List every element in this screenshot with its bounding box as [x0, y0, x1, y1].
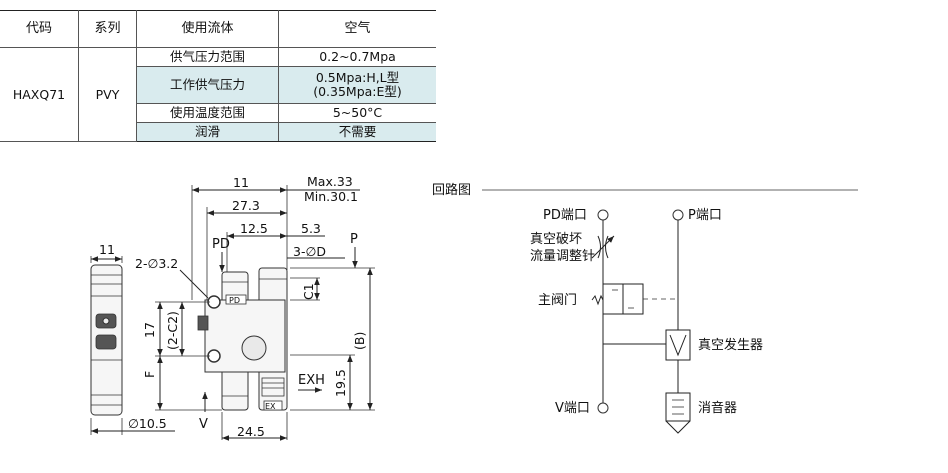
- dim-side-width: 11: [99, 242, 115, 257]
- dim-c2: (2-C2): [165, 311, 180, 350]
- dim-side-bottom: ∅10.5: [128, 416, 167, 431]
- spec-header-row: 代码 系列 使用流体 空气: [0, 10, 436, 48]
- circuit-diagram: 回路图 PD端口 P端口 真空破坏 流量调整针 主阀门 真空发生器 消音器 V端…: [432, 182, 858, 434]
- dim-max: Max.33: [307, 174, 353, 189]
- dim-top-11: 11: [233, 175, 249, 190]
- header-code: 代码: [0, 10, 79, 48]
- row-label: 使用温度范围: [136, 103, 279, 123]
- dim-19: 19.5: [333, 369, 348, 397]
- spec-row: HAXQ71 PVY 供气压力范围 0.2~0.7Mpa: [0, 47, 436, 142]
- dim-17: 17: [142, 322, 157, 338]
- code-cell: HAXQ71: [0, 47, 79, 142]
- dim-12: 12.5: [240, 221, 268, 236]
- needle-line1: 真空破坏: [530, 232, 582, 247]
- row-value-line: (0.35Mpa:E型): [313, 84, 402, 99]
- row-value: 0.5Mpa:H,L型 (0.35Mpa:E型): [278, 66, 436, 104]
- row-label: 润滑: [136, 122, 279, 142]
- technical-drawing: 11 ∅10.5 2-∅3.2 11 Max.33 Min.30.1 27.3: [90, 174, 858, 441]
- silencer-label: 消音器: [698, 400, 737, 416]
- series-cell: PVY: [78, 47, 137, 142]
- port-pd-label: PD: [212, 237, 230, 252]
- header-series: 系列: [78, 10, 137, 48]
- body-pd-text: PD: [229, 296, 240, 305]
- row-label: 供气压力范围: [136, 47, 279, 67]
- dim-3d: 3-∅D: [293, 244, 326, 259]
- dim-24: 24.5: [237, 424, 265, 439]
- dim-hole: 2-∅3.2: [135, 256, 178, 271]
- row-value: 不需要: [278, 122, 436, 142]
- front-view: 2-∅3.2 11 Max.33 Min.30.1 27.3 12.5 5.3 …: [135, 174, 375, 441]
- dim-b: (B): [352, 332, 367, 350]
- row-value: 5~50°C: [278, 103, 436, 123]
- port-p-label: P: [350, 232, 358, 247]
- pd-port-label: PD端口: [543, 208, 587, 223]
- dim-f: F: [142, 371, 157, 378]
- main-valve-label: 主阀门: [538, 293, 577, 308]
- side-view: 11 ∅10.5: [90, 242, 175, 435]
- row-label: 工作供气压力: [136, 66, 279, 104]
- p-port-label: P端口: [688, 208, 722, 223]
- v-port-label: V端口: [555, 401, 590, 416]
- generator-label: 真空发生器: [698, 337, 763, 353]
- spec-table: 代码 系列 使用流体 空气 HAXQ71 PVY 供气压力范围 0.2~0.7M…: [0, 10, 436, 142]
- row-value-line: 0.5Mpa:H,L型: [315, 70, 400, 85]
- header-air: 空气: [278, 10, 436, 48]
- body-ex-text: EX: [265, 402, 276, 411]
- spec-row: 润滑 不需要: [0, 122, 436, 142]
- needle-line2: 流量调整针: [530, 249, 595, 264]
- dim-27: 27.3: [232, 198, 260, 213]
- dim-5: 5.3: [301, 221, 321, 236]
- port-exh-label: EXH: [298, 373, 325, 388]
- row-value: 0.2~0.7Mpa: [278, 47, 436, 67]
- circuit-title: 回路图: [432, 182, 471, 198]
- port-v-label: V: [199, 417, 208, 432]
- silencer-symbol: [665, 392, 691, 422]
- dim-c1: C1: [301, 283, 316, 300]
- dim-min: Min.30.1: [304, 189, 358, 204]
- header-fluid: 使用流体: [136, 10, 279, 48]
